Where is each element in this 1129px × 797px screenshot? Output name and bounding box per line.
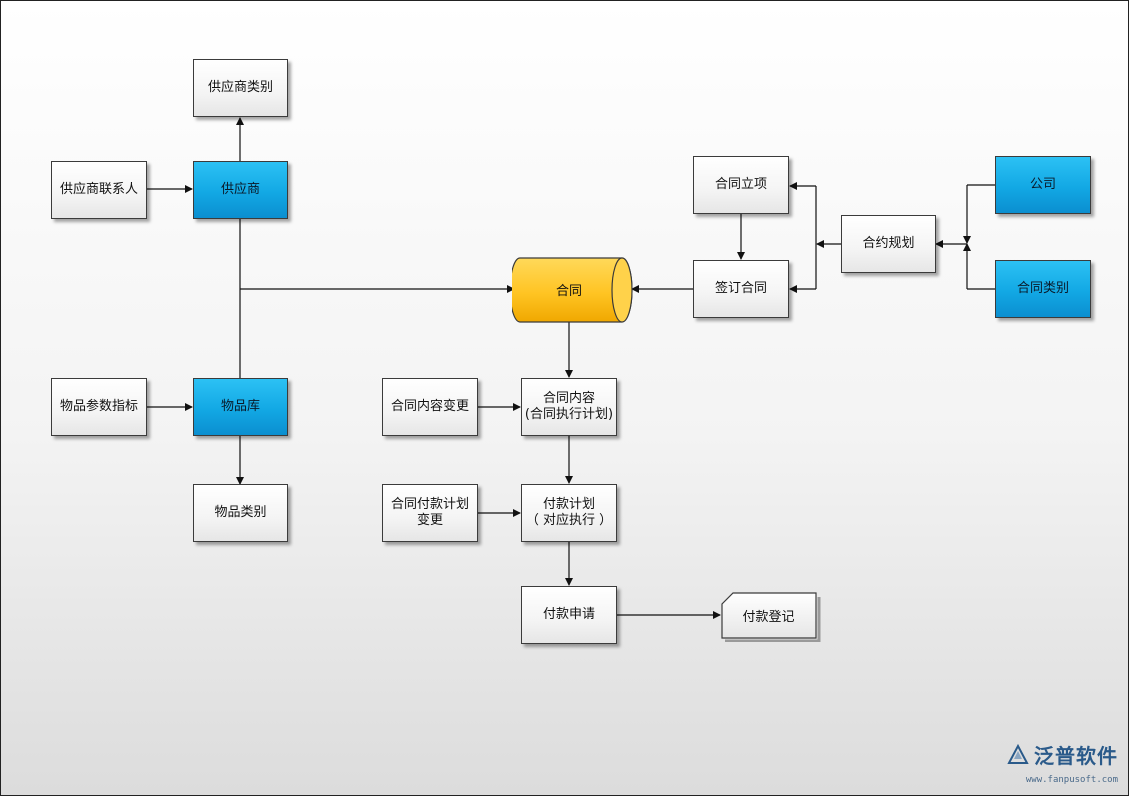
- node-item-category: 物品类别: [193, 484, 288, 542]
- brand-logo: 泛普软件: [1006, 740, 1118, 769]
- node-company: 公司: [995, 156, 1091, 214]
- node-supplier-category: 供应商类别: [193, 59, 288, 117]
- node-contract-setup: 合同立项: [693, 156, 789, 214]
- node-contract-planning: 合约规划: [841, 215, 936, 273]
- node-contract-content: 合同内容 (合同执行计划): [521, 378, 617, 436]
- node-supplier: 供应商: [193, 161, 288, 219]
- node-content-change: 合同内容变更: [382, 378, 478, 436]
- node-supplier-contact: 供应商联系人: [51, 161, 147, 219]
- brand-logo-url: www.fanpusoft.com: [1025, 775, 1118, 785]
- brand-logo-icon: [1007, 743, 1029, 764]
- node-contract-category: 合同类别: [995, 260, 1091, 318]
- node-payment-request: 付款申请: [521, 586, 617, 644]
- node-contract-cylinder: [512, 257, 633, 323]
- node-item-library: 物品库: [193, 378, 288, 436]
- node-sign-contract: 签订合同: [693, 260, 789, 318]
- node-item-param: 物品参数指标: [51, 378, 147, 436]
- node-payment-plan-change: 合同付款计划 变更: [382, 484, 478, 542]
- node-contract-label: 合同: [555, 284, 582, 299]
- node-payment-register: 付款登记: [742, 610, 795, 625]
- node-payment-plan: 付款计划 （ 对应执行 ）: [521, 484, 617, 542]
- node-payment-register-shape: [721, 592, 821, 642]
- brand-logo-text: 泛普软件: [1034, 744, 1118, 768]
